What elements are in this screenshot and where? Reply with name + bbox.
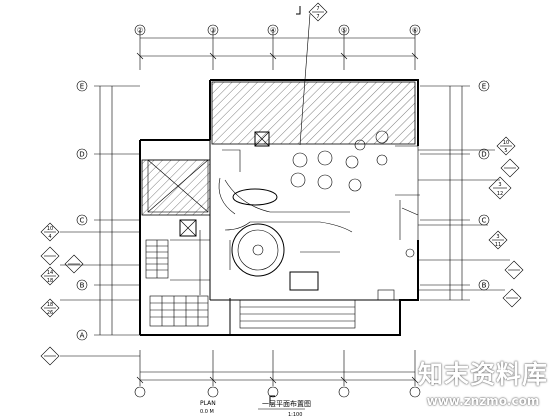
ref-text-l1-b: 4	[48, 234, 51, 240]
grid-column-labels: ② ③ ④ ⑤ ⑥	[137, 27, 418, 35]
ref-diamond-left-1: 10 4	[40, 222, 60, 242]
right-bar-area	[239, 251, 395, 329]
ref-diamond-left-2	[40, 246, 60, 266]
ref-text-top-b: 7	[316, 14, 319, 20]
drawing-title: 一层平面布置图	[262, 399, 311, 408]
ref-text-l4-a: 14	[47, 270, 53, 276]
ref-text-l1-a: 10	[47, 226, 53, 232]
grid-label-top-4: ⑤	[341, 27, 347, 35]
hatched-zone-top	[211, 81, 416, 145]
grid-row-labels: E D C B A E D C B	[79, 83, 486, 340]
ref-diamond-right-6	[502, 288, 522, 308]
ref-text-r4-b: 11	[495, 242, 501, 248]
lounge-oval	[218, 177, 350, 215]
ref-text-top-a: 7	[316, 6, 319, 12]
grid-label-top-3: ④	[270, 27, 276, 35]
central-circle-feature	[224, 221, 353, 277]
grid-label-top-1: ②	[137, 27, 143, 35]
grid-label-right-4: B	[482, 282, 487, 290]
grid-label-right-1: E	[482, 83, 486, 91]
plan-label: PLAN	[200, 400, 216, 407]
ref-text-l4-b: 18	[47, 278, 53, 284]
ref-text-r1-b: 5	[504, 148, 507, 154]
left-dimension-lines	[94, 85, 140, 336]
core-shafts	[147, 131, 270, 237]
watermark: 知末资料库 www.znzmo.com	[413, 358, 553, 414]
grid-label-left-4: B	[80, 282, 85, 290]
bottom-dimension-lines	[139, 350, 416, 386]
ref-diamond-right-1: 10 5	[496, 136, 516, 156]
staircase	[145, 239, 169, 279]
ref-diamond-left-3	[64, 254, 84, 274]
ref-diamond-left-6	[40, 346, 60, 366]
ref-diamond-right-4: 3 11	[488, 230, 508, 250]
inner-partitions	[170, 140, 241, 300]
ref-diamond-left-4: 14 18	[40, 266, 60, 286]
reference-diamonds: 7 7 10 5 3 12 3 11	[40, 2, 524, 366]
grid-label-right-3: C	[482, 217, 487, 225]
top-dimension-lines	[139, 30, 416, 70]
hatched-zones	[141, 81, 416, 216]
annotation-leaders	[60, 13, 510, 357]
ref-diamond-right-2	[500, 158, 520, 178]
ref-text-r3-a: 3	[498, 182, 501, 188]
grid-label-top-2: ③	[210, 27, 216, 35]
ref-diamond-right-3: 3 12	[488, 176, 512, 200]
grid-bubbles-bottom	[134, 386, 421, 398]
grid-label-right-2: D	[481, 151, 486, 159]
dimension-ticks	[136, 52, 419, 384]
section-marks	[269, 6, 301, 405]
title-block: PLAN 0.0 M 一层平面布置图 1:100	[200, 399, 311, 418]
grid-label-left-1: E	[80, 83, 84, 91]
round-tables	[290, 130, 389, 192]
ref-text-r1-a: 10	[503, 140, 509, 146]
grid-bubbles-top	[134, 24, 421, 36]
ref-text-l5-a: 18	[47, 302, 53, 308]
right-dimension-lines	[420, 85, 470, 301]
seating-grid	[149, 295, 209, 327]
grid-label-top-5: ⑥	[412, 27, 418, 35]
plan-sublabel: 0.0 M	[200, 409, 214, 415]
watermark-brand: 知末资料库	[417, 360, 548, 389]
ref-text-l5-b: 26	[47, 310, 53, 316]
ref-text-r3-b: 12	[497, 191, 503, 197]
ref-text-r4-a: 3	[496, 234, 499, 240]
ref-diamond-top: 7 7	[308, 2, 328, 22]
watermark-url: www.znzmo.com	[426, 394, 540, 408]
grid-label-left-3: C	[80, 217, 85, 225]
grid-bubbles-left	[76, 80, 88, 341]
grid-label-left-5: A	[80, 332, 85, 340]
drawing-scale: 1:100	[288, 412, 302, 418]
grid-label-left-2: D	[79, 151, 84, 159]
ref-diamond-left-5: 18 26	[40, 298, 60, 318]
ref-diamond-right-5	[504, 260, 524, 280]
right-wall-detail	[395, 145, 420, 258]
grid-bubbles-right	[478, 80, 490, 291]
